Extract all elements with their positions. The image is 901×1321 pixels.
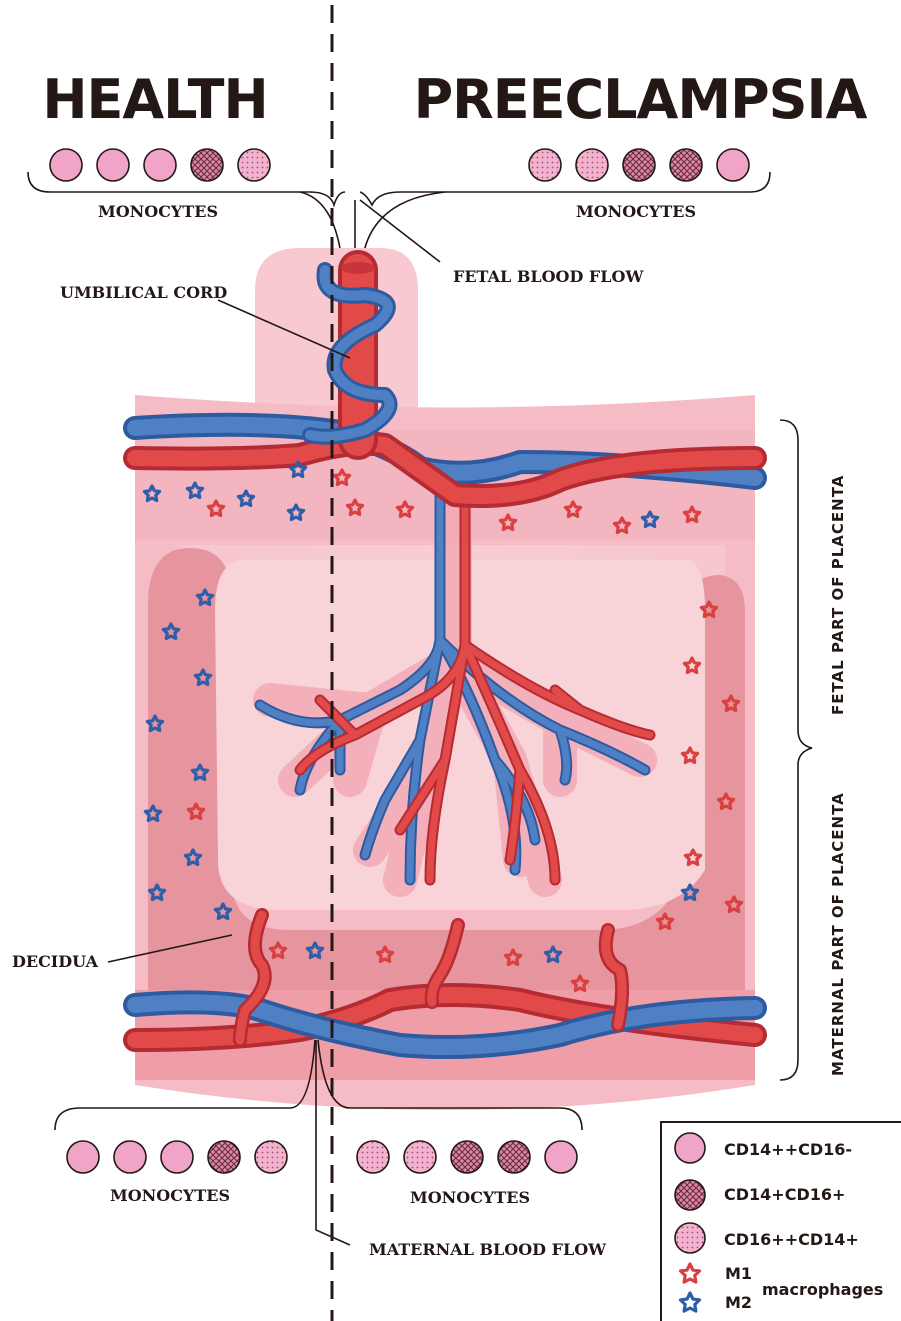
legend-nonclassical-swatch — [675, 1223, 705, 1253]
monocyte-classical — [161, 1141, 193, 1173]
legend-classical-swatch — [675, 1133, 705, 1163]
monocyte-intermediate — [670, 149, 702, 181]
monocyte-classical — [717, 149, 749, 181]
health-heading: HEALTH — [42, 68, 267, 131]
monocytes-label-top-right: MONOCYTES — [576, 202, 696, 221]
monocyte-classical — [67, 1141, 99, 1173]
legend: CD14++CD16- CD14+CD16+ CD16++CD14+ M1 M2… — [661, 1122, 901, 1321]
monocyte-nonclassical — [357, 1141, 389, 1173]
monocyte-classical — [50, 149, 82, 181]
monocyte-nonclassical — [255, 1141, 287, 1173]
legend-intermediate-swatch — [675, 1180, 705, 1210]
monocyte-row-bottom-left — [67, 1141, 287, 1173]
preeclampsia-heading: PREECLAMPSIA — [414, 68, 868, 131]
maternal-part-label: MATERNAL PART OF PLACENTA — [829, 792, 847, 1076]
fetal-part-label: FETAL PART OF PLACENTA — [829, 475, 847, 715]
monocyte-nonclassical — [404, 1141, 436, 1173]
monocyte-nonclassical — [576, 149, 608, 181]
maternal-blood-flow-label: MATERNAL BLOOD FLOW — [369, 1240, 607, 1259]
monocytes-label-bottom-right: MONOCYTES — [410, 1188, 530, 1207]
legend-m1-star — [681, 1264, 700, 1282]
monocyte-row-bottom-right — [357, 1141, 577, 1173]
legend-m2-star — [681, 1293, 700, 1311]
monocyte-intermediate — [451, 1141, 483, 1173]
cord-opening — [341, 262, 375, 274]
legend-m2-label: M2 — [725, 1293, 752, 1312]
legend-macrophages-label: macrophages — [762, 1280, 883, 1299]
monocyte-nonclassical — [238, 149, 270, 181]
decidua-label: DECIDUA — [12, 952, 99, 971]
monocyte-row-top-right — [529, 149, 749, 181]
umbilical-cord-label: UMBILICAL CORD — [60, 283, 227, 302]
monocyte-intermediate — [208, 1141, 240, 1173]
monocytes-label-top-left: MONOCYTES — [98, 202, 218, 221]
monocyte-intermediate — [623, 149, 655, 181]
legend-intermediate-label: CD14+CD16+ — [724, 1185, 845, 1204]
monocyte-intermediate — [191, 149, 223, 181]
fetal-blood-flow-label: FETAL BLOOD FLOW — [453, 267, 644, 286]
monocyte-intermediate — [498, 1141, 530, 1173]
legend-nonclassical-label: CD16++CD14+ — [724, 1230, 859, 1249]
monocyte-classical — [114, 1141, 146, 1173]
legend-classical-label: CD14++CD16- — [724, 1140, 852, 1159]
brace-top-right — [360, 172, 770, 205]
m2-macrophage-star — [681, 1293, 700, 1311]
monocyte-classical — [97, 149, 129, 181]
monocytes-label-bottom-left: MONOCYTES — [110, 1186, 230, 1205]
m1-macrophage-star — [681, 1264, 700, 1282]
monocyte-row-top-left — [50, 149, 270, 181]
legend-m1-label: M1 — [725, 1264, 752, 1283]
placenta-brace — [780, 420, 812, 1080]
monocyte-classical — [545, 1141, 577, 1173]
monocyte-nonclassical — [529, 149, 561, 181]
monocyte-classical — [144, 149, 176, 181]
